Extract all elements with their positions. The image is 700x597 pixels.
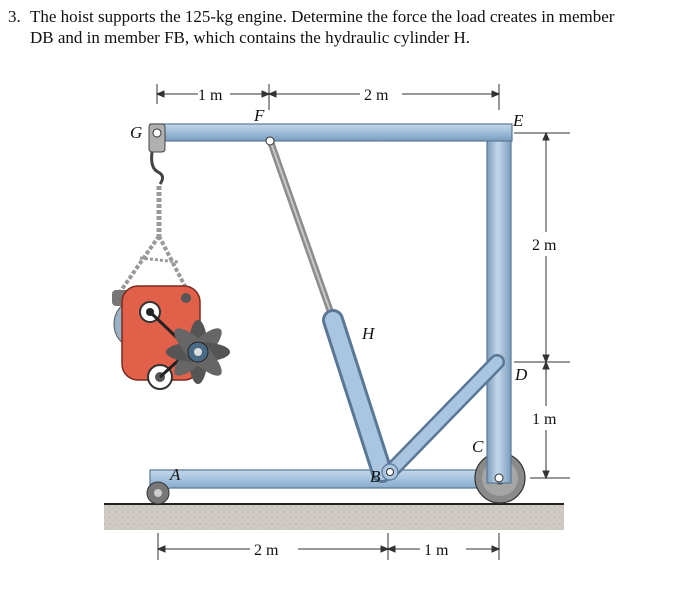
problem-number: 3. <box>8 7 21 26</box>
dimension-lines <box>155 84 570 560</box>
label-f: F <box>253 106 265 125</box>
engine <box>112 285 230 390</box>
dim-top-right: 2 m <box>364 87 389 104</box>
strut-db <box>381 354 505 481</box>
top-beam-ge <box>149 123 513 142</box>
label-c: C <box>472 437 484 456</box>
problem-statement: 3. The hoist supports the 125-kg engine. … <box>8 6 692 48</box>
dim-right-upper: 2 m <box>532 237 557 254</box>
label-h: H <box>361 324 376 343</box>
label-a: A <box>169 465 181 484</box>
label-g: G <box>130 123 142 142</box>
dim-bottom-right: 1 m <box>424 542 449 559</box>
vertical-post-ec <box>486 126 512 484</box>
dim-bottom-left: 2 m <box>254 542 279 559</box>
hydraulic-cylinder-fb <box>265 136 393 483</box>
hook-and-chain <box>118 123 192 297</box>
ground <box>104 503 564 530</box>
label-b: B <box>370 467 381 486</box>
label-d: D <box>514 365 528 384</box>
problem-line-1: The hoist supports the 125-kg engine. De… <box>30 7 615 26</box>
dim-top-left: 1 m <box>198 87 223 104</box>
label-e: E <box>512 111 524 130</box>
base-member-ac <box>146 469 516 505</box>
problem-line-2: DB and in member FB, which contains the … <box>30 28 471 47</box>
dim-right-lower: 1 m <box>532 411 557 428</box>
